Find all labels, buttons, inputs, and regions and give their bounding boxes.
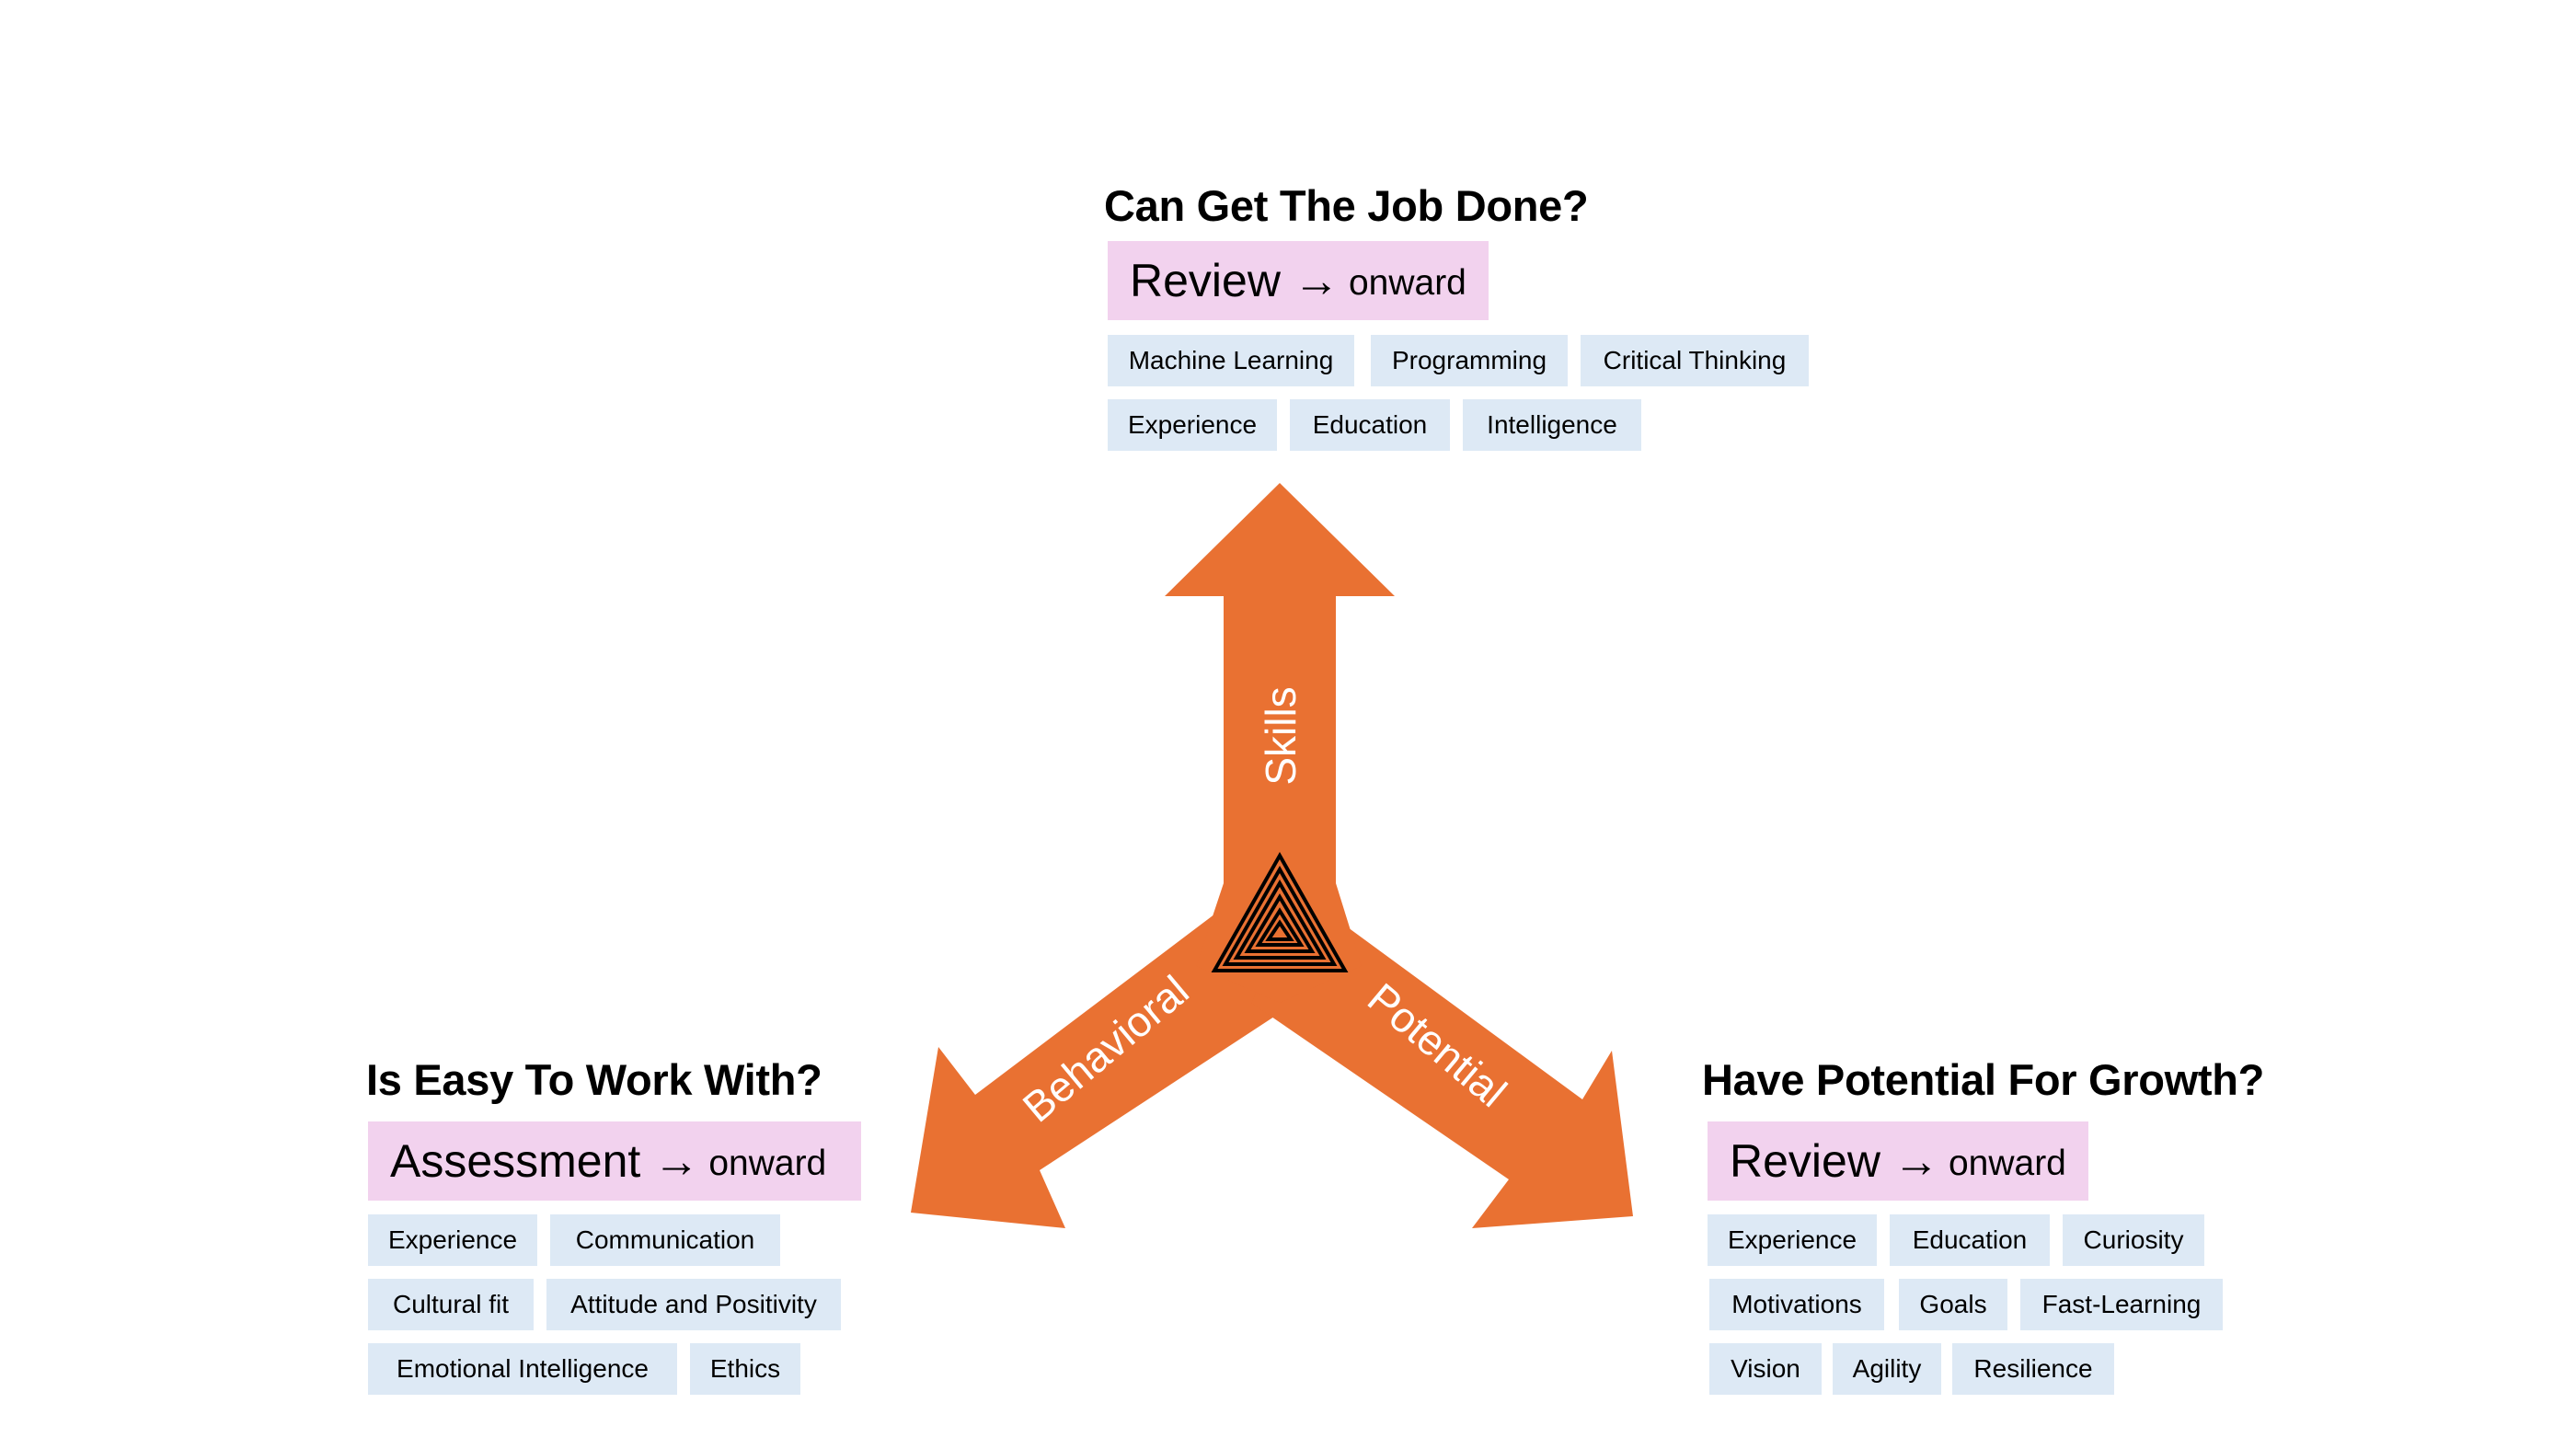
right-arrow-icon: →	[1892, 1135, 1939, 1187]
potential-tag: Fast-Learning	[2020, 1279, 2223, 1330]
skills-stage-badge: Review → onward	[1108, 241, 1489, 320]
stage-label: Assessment	[390, 1135, 641, 1187]
onward-label: onward	[708, 1144, 827, 1183]
stage-label: Review	[1730, 1135, 1880, 1187]
right-arrow-icon: →	[653, 1135, 700, 1187]
skills-arrow	[1165, 483, 1395, 902]
potential-stage-badge: Review → onward	[1708, 1121, 2088, 1201]
nested-triangles-icon	[1211, 851, 1349, 972]
potential-tag: Curiosity	[2063, 1214, 2204, 1266]
behavioral-tag: Communication	[550, 1214, 780, 1266]
onward-label: onward	[1948, 1144, 2066, 1183]
potential-tag: Agility	[1833, 1343, 1941, 1395]
skill-tag: Intelligence	[1463, 399, 1641, 451]
skill-tag: Experience	[1108, 399, 1277, 451]
skill-tag: Education	[1290, 399, 1450, 451]
potential-tag: Goals	[1899, 1279, 2007, 1330]
skills-heading: Can Get The Job Done?	[1104, 181, 1589, 230]
behavioral-tag: Experience	[368, 1214, 537, 1266]
right-arrow-icon: →	[1293, 255, 1340, 306]
skill-tag: Critical Thinking	[1581, 335, 1809, 386]
potential-tag: Motivations	[1709, 1279, 1884, 1330]
skills-arrow-label: Skills	[1257, 686, 1305, 785]
behavioral-tag: Ethics	[690, 1343, 800, 1395]
potential-tag: Resilience	[1952, 1343, 2114, 1395]
skill-tag: Programming	[1371, 335, 1568, 386]
behavioral-tag: Attitude and Positivity	[546, 1279, 841, 1330]
behavioral-stage-badge: Assessment → onward	[368, 1121, 861, 1201]
potential-heading: Have Potential For Growth?	[1702, 1055, 2265, 1104]
behavioral-heading: Is Easy To Work With?	[366, 1055, 822, 1104]
onward-label: onward	[1348, 263, 1466, 303]
stage-label: Review	[1130, 255, 1281, 306]
potential-tag: Vision	[1709, 1343, 1822, 1395]
behavioral-arrow	[911, 897, 1295, 1228]
potential-tag: Education	[1890, 1214, 2050, 1266]
skill-tag: Machine Learning	[1108, 335, 1354, 386]
behavioral-tag: Cultural fit	[368, 1279, 534, 1330]
behavioral-tag: Emotional Intelligence	[368, 1343, 677, 1395]
orange-three-way-arrow	[911, 483, 1633, 1228]
potential-arrow	[1251, 897, 1633, 1228]
potential-tag: Experience	[1708, 1214, 1877, 1266]
